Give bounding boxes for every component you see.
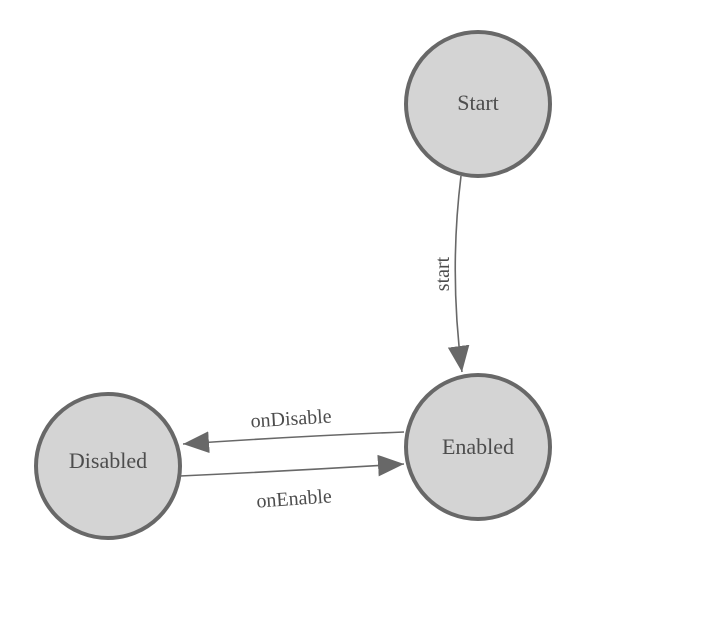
edge-start-to-enabled bbox=[447, 175, 470, 373]
state-circle-disabled[interactable] bbox=[34, 392, 182, 540]
edge-label-ondisable: onDisable bbox=[250, 406, 332, 433]
edge-disabled-to-enabled bbox=[179, 454, 405, 477]
state-node-enabled[interactable]: Enabled bbox=[404, 373, 552, 521]
state-label-enabled: Enabled bbox=[442, 434, 514, 459]
state-node-disabled[interactable]: Disabled bbox=[34, 392, 182, 540]
state-circle-start[interactable] bbox=[404, 30, 552, 178]
state-label-disabled: Disabled bbox=[69, 448, 147, 473]
edge-label-onenable: onEnable bbox=[256, 485, 333, 512]
state-circle-enabled[interactable] bbox=[404, 373, 552, 521]
edge-label-start: start bbox=[432, 256, 454, 291]
state-label-start: Start bbox=[457, 90, 499, 115]
state-node-start[interactable]: Start bbox=[404, 30, 552, 178]
edge-enabled-to-disabled bbox=[182, 431, 405, 454]
